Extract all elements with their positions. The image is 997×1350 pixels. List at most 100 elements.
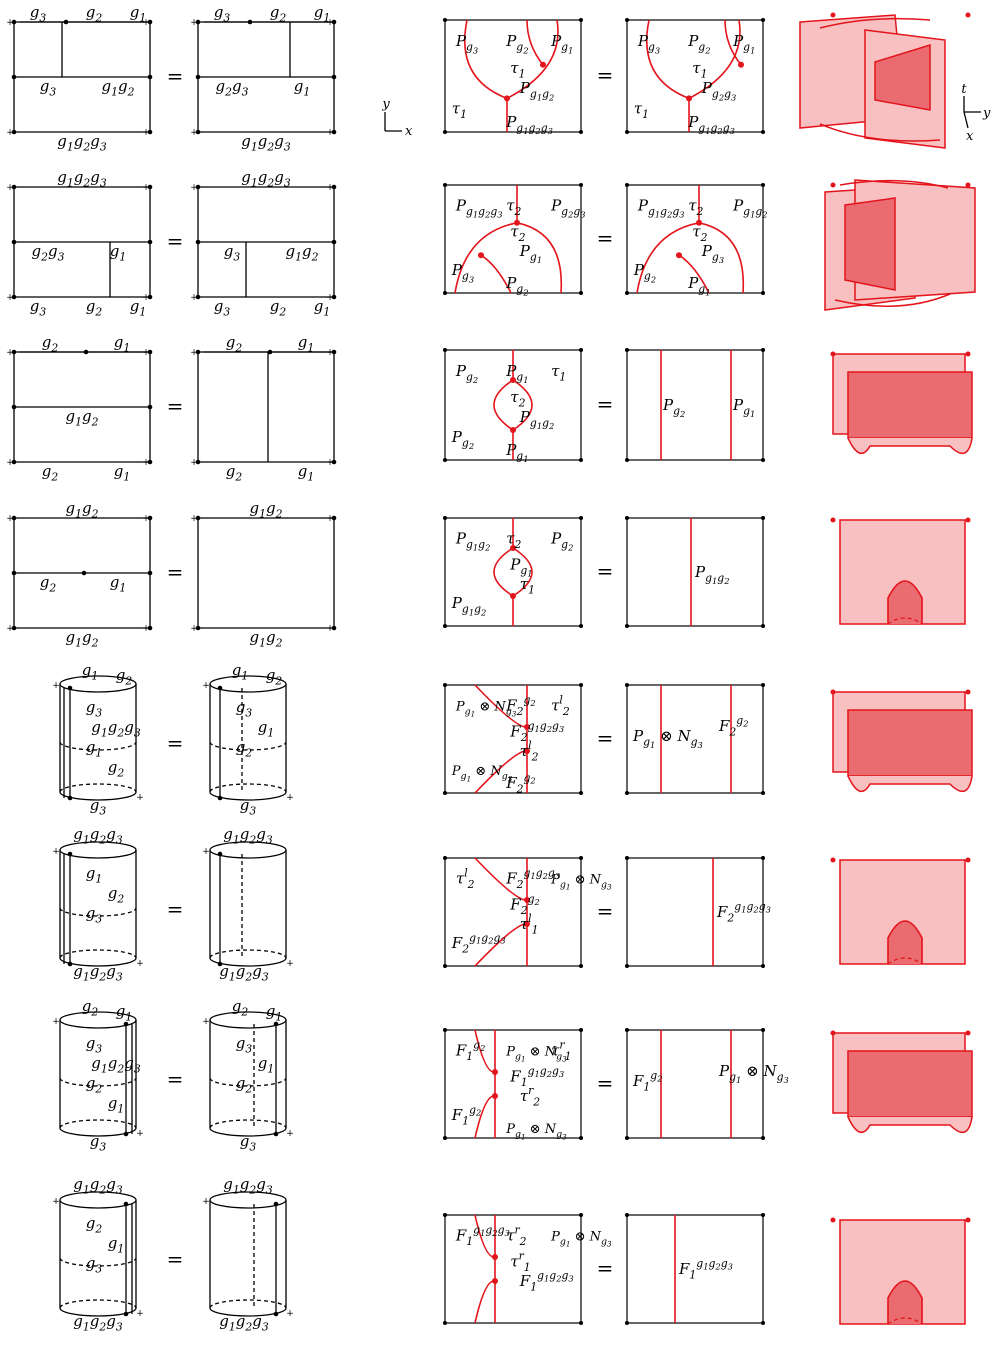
- vertex-dot: [761, 18, 765, 22]
- string-label: τr1: [510, 1250, 530, 1274]
- plus-mark: +: [190, 458, 198, 468]
- edge-label: g2g3: [32, 242, 65, 264]
- junction-dot: [492, 1254, 498, 1260]
- cylinder-bottom-back: [209, 1299, 287, 1309]
- edge-label: g1g2g3: [73, 825, 123, 847]
- axes-tyx: tyx: [961, 82, 991, 144]
- plus-mark: +: [286, 959, 294, 969]
- edge-label: g1: [116, 1002, 132, 1024]
- vertex-dot: [147, 239, 153, 245]
- edge-label: g2: [86, 1074, 103, 1096]
- equals-sign: =: [597, 726, 614, 750]
- edge-label: g3: [30, 297, 47, 319]
- equals-sign: =: [167, 1067, 184, 1091]
- red-string: [480, 254, 512, 294]
- vertex-dot: [11, 459, 17, 465]
- plus-mark: +: [286, 793, 294, 803]
- edge-label: g2: [42, 333, 59, 355]
- red-string: [454, 222, 518, 294]
- equals-sign: =: [597, 559, 614, 583]
- vertex-dot: [579, 18, 583, 22]
- surface-corner: [830, 182, 836, 188]
- vertex-dot: [579, 856, 583, 860]
- surface-row7: [830, 1030, 973, 1134]
- vertex-dot: [443, 624, 447, 628]
- plus-mark: +: [136, 959, 144, 969]
- vertex-dot: [579, 348, 583, 352]
- string-label: Pg3: [637, 32, 660, 55]
- vertex-dot: [761, 516, 765, 520]
- red-string: [493, 547, 514, 597]
- vertex-dot: [63, 19, 69, 25]
- plus-mark: +: [326, 18, 334, 28]
- cap-rim: [887, 1317, 923, 1325]
- edge-label: g2: [108, 758, 125, 780]
- vertex-dot: [195, 239, 201, 245]
- vertex-dot: [147, 459, 153, 465]
- plus-mark: +: [202, 1017, 210, 1027]
- red-string: [636, 222, 700, 294]
- plus-mark: +: [190, 128, 198, 138]
- junction-dot: [524, 897, 530, 903]
- string-label: Pg1g2: [455, 529, 491, 552]
- vertex-dot: [761, 291, 765, 295]
- string-label: Pg2: [455, 362, 478, 385]
- string-label: Pg1g2g3: [687, 113, 735, 136]
- edge-label: g3: [236, 698, 253, 720]
- vertex-dot: [331, 74, 337, 80]
- plus-mark: +: [326, 128, 334, 138]
- surface-corner: [830, 517, 836, 523]
- edge-label: g1g2: [66, 628, 99, 650]
- string-label: F2g1g2g3: [716, 900, 771, 924]
- graphical-bubble-removal-right: Pg1g2: [625, 516, 765, 628]
- vertex-dot: [195, 459, 201, 465]
- vertex-dot: [11, 625, 17, 631]
- frame: [444, 1214, 582, 1324]
- equals-sign: =: [597, 1256, 614, 1280]
- surface-corner: [965, 517, 971, 523]
- edge-label: g1g2: [250, 628, 283, 650]
- plus-mark: +: [136, 793, 144, 803]
- vertex-dot: [147, 570, 153, 576]
- junction-dot: [510, 593, 516, 599]
- string-label: τ2: [688, 196, 703, 218]
- vertex-dot: [443, 458, 447, 462]
- string-label: Pg1: [505, 441, 528, 464]
- edge-label: g1g2: [102, 77, 135, 99]
- string-label: F1g2: [632, 1069, 663, 1093]
- plus-mark: +: [6, 183, 14, 193]
- edge-label: g3: [40, 77, 57, 99]
- vertex-dot: [195, 294, 201, 300]
- string-label: τ1: [520, 575, 535, 597]
- cylinder-bottom-rim: [209, 1127, 287, 1137]
- string-label: F1g2: [455, 1039, 486, 1063]
- vertex-dot: [147, 625, 153, 631]
- vertex-dot: [443, 1321, 447, 1325]
- curve: [847, 437, 973, 455]
- string-label: Pg1: [505, 362, 528, 385]
- vertex-dot: [443, 18, 447, 22]
- cylinder-bottom-back: [59, 783, 137, 793]
- surface-row4: [830, 517, 971, 625]
- edge-label: g1g2g3: [57, 168, 107, 190]
- axes-xy: yx: [381, 97, 413, 139]
- plus-mark: +: [142, 514, 150, 524]
- edge-label: g1: [314, 297, 330, 319]
- vertex-dot: [761, 791, 765, 795]
- surface-row3: [830, 351, 973, 455]
- vertex-dot: [123, 1021, 129, 1027]
- equals-sign: =: [167, 64, 184, 88]
- string-label: Pg2: [505, 32, 528, 55]
- surface-corner: [965, 12, 971, 18]
- string-label: Pg1g2: [519, 79, 555, 102]
- vertex-dot: [123, 1131, 129, 1137]
- edge-label: g1: [110, 573, 126, 595]
- vertex-dot: [579, 516, 583, 520]
- red-string: [698, 222, 745, 294]
- string-label: F2g1g2g3: [451, 931, 506, 955]
- plus-mark: +: [326, 293, 334, 303]
- string-label: Pg3: [455, 32, 478, 55]
- axis-label-t: t: [961, 82, 967, 97]
